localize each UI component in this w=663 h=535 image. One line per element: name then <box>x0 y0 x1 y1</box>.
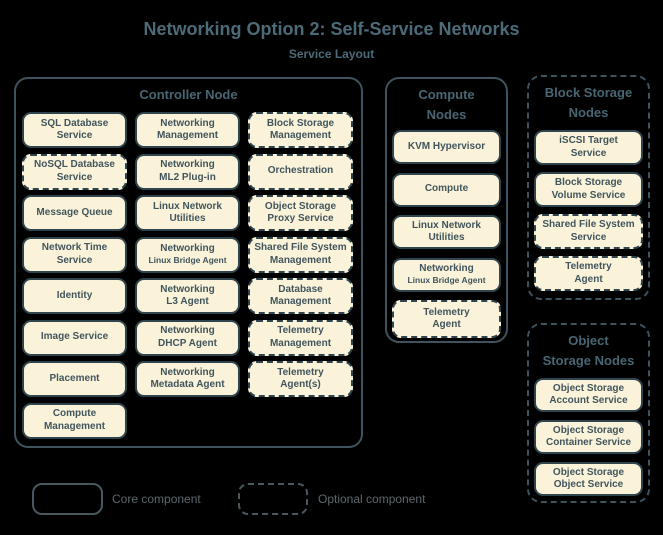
node-orchestration: Orchestration <box>248 153 353 190</box>
node-object-storage-object-service: Object Storage Object Service <box>534 462 643 496</box>
legend-optional-swatch <box>238 483 308 515</box>
node-networking-l3-agent: Networking L3 Agent <box>135 278 240 314</box>
node-object-storage-account-service: Object Storage Account Service <box>534 378 643 412</box>
object-storage-nodes-title: Object Storage Nodes <box>542 333 635 368</box>
node-telemetry-agent-block: Telemetry Agent <box>534 256 643 291</box>
compute-nodes-title: Compute Nodes <box>418 87 475 122</box>
controller-node-container: Controller Node SQL Database Service Net… <box>14 77 363 448</box>
node-iscsi-target-service: iSCSI Target Service <box>534 130 643 165</box>
legend-core-label: Core component <box>112 492 201 506</box>
node-kvm-hypervisor: KVM Hypervisor <box>392 130 501 164</box>
node-object-storage-proxy-service: Object Storage Proxy Service <box>248 195 353 231</box>
node-network-time-service: Network Time Service <box>22 236 127 273</box>
diagram-title: Networking Option 2: Self-Service Networ… <box>143 19 520 39</box>
legend-core-swatch <box>32 483 103 515</box>
compute-nodes-container: Compute Nodes KVM Hypervisor Compute Lin… <box>385 77 508 343</box>
node-shared-file-system-service: Shared File System Service <box>534 214 643 249</box>
node-block-storage-management: Block Storage Management <box>248 112 353 148</box>
node-shared-file-system-management: Shared File System Management <box>248 236 353 273</box>
node-compute: Compute <box>392 172 501 207</box>
node-networking-metadata-agent: Networking Metadata Agent <box>135 361 240 397</box>
node-database-management: Database Management <box>248 278 353 314</box>
node-networking-management: Networking Management <box>135 112 240 148</box>
node-object-storage-container-service: Object Storage Container Service <box>534 420 643 454</box>
block-storage-nodes-title: Block Storage Nodes <box>544 85 633 120</box>
node-telemetry-agent-compute: Telemetry Agent <box>392 300 501 338</box>
node-image-service: Image Service <box>22 319 127 356</box>
node-block-storage-volume-service: Block Storage Volume Service <box>534 172 643 207</box>
node-linux-network-utilities: Linux Network Utilities <box>135 195 240 231</box>
node-networking-ml2-plugin: Networking ML2 Plug-in <box>135 153 240 190</box>
block-storage-stack: iSCSI Target Service Block Storage Volum… <box>534 130 643 291</box>
legend-optional-label: Optional component <box>318 492 426 506</box>
node-networking-dhcp-agent: Networking DHCP Agent <box>135 319 240 356</box>
node-telemetry-agents: Telemetry Agent(s) <box>248 361 353 397</box>
object-storage-stack: Object Storage Account Service Object St… <box>534 378 643 496</box>
node-telemetry-management: Telemetry Management <box>248 319 353 356</box>
block-storage-nodes-container: Block Storage Nodes iSCSI Target Service… <box>527 75 650 300</box>
node-placement: Placement <box>22 361 127 397</box>
node-identity: Identity <box>22 278 127 314</box>
node-compute-management: Compute Management <box>22 402 127 439</box>
node-nosql-database-service: NoSQL Database Service <box>22 153 127 190</box>
node-sql-database-service: SQL Database Service <box>22 112 127 148</box>
controller-node-grid: SQL Database Service Networking Manageme… <box>22 112 353 439</box>
node-linux-network-utilities-compute: Linux Network Utilities <box>392 215 501 249</box>
diagram-subtitle: Service Layout <box>288 47 375 61</box>
controller-node-title: Controller Node <box>139 87 238 102</box>
object-storage-nodes-container: Object Storage Nodes Object Storage Acco… <box>527 323 650 503</box>
compute-nodes-stack: KVM Hypervisor Compute Linux Network Uti… <box>392 130 501 338</box>
node-message-queue: Message Queue <box>22 195 127 231</box>
